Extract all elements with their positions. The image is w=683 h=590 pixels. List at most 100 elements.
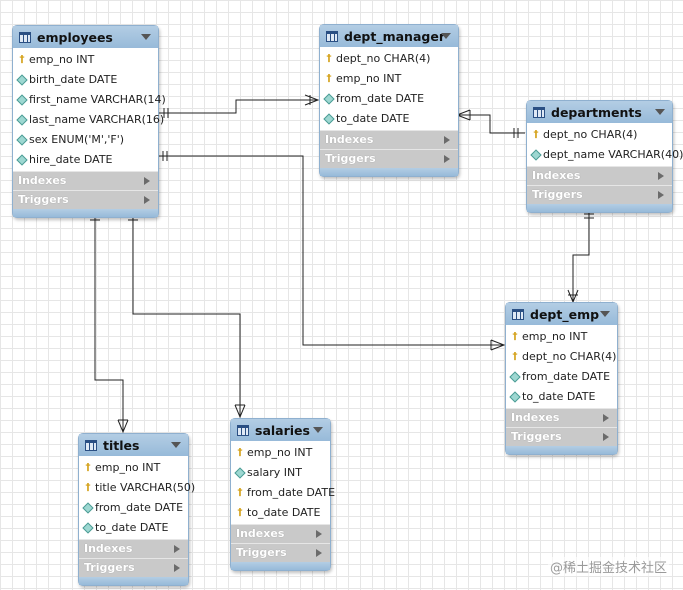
column-row[interactable]: †dept_no CHAR(4) <box>527 125 672 145</box>
column-label: emp_no INT <box>95 461 161 474</box>
key-icon: † <box>237 487 243 498</box>
table-icon <box>85 439 97 451</box>
expand-arrow-icon[interactable] <box>444 136 450 144</box>
column-label: to_date DATE <box>95 521 169 534</box>
expand-arrow-icon[interactable] <box>144 177 150 185</box>
table-header[interactable]: employees <box>13 26 158 48</box>
table-header[interactable]: dept_manager <box>320 25 458 47</box>
column-row[interactable]: to_date DATE <box>320 109 458 129</box>
column-row[interactable]: †to_date DATE <box>231 503 330 523</box>
column-label: last_name VARCHAR(16) <box>29 113 165 126</box>
rel-departments-dept-emp <box>572 208 590 302</box>
table-dept-manager[interactable]: dept_manager †dept_no CHAR(4)†emp_no INT… <box>319 24 459 177</box>
column-row[interactable]: sex ENUM('M','F') <box>13 130 158 150</box>
expand-arrow-icon[interactable] <box>444 155 450 163</box>
column-row[interactable]: salary INT <box>231 463 330 483</box>
column-row[interactable]: †dept_no CHAR(4) <box>320 49 458 69</box>
column-row[interactable]: from_date DATE <box>79 498 188 518</box>
section-label: Triggers <box>532 188 583 201</box>
key-icon: † <box>85 482 91 493</box>
collapse-arrow-icon[interactable] <box>655 109 665 115</box>
section-indexes[interactable]: Indexes <box>13 171 158 190</box>
diamond-icon <box>16 74 28 86</box>
column-label: birth_date DATE <box>29 73 118 86</box>
table-name: employees <box>37 29 113 45</box>
column-row[interactable]: from_date DATE <box>320 89 458 109</box>
table-name: titles <box>103 437 140 453</box>
section-indexes[interactable]: Indexes <box>506 408 617 427</box>
table-header[interactable]: departments <box>527 101 672 123</box>
column-row[interactable]: †emp_no INT <box>13 50 158 70</box>
section-indexes[interactable]: Indexes <box>320 130 458 149</box>
section-indexes[interactable]: Indexes <box>79 539 188 558</box>
collapse-arrow-icon[interactable] <box>600 311 610 317</box>
column-row[interactable]: hire_date DATE <box>13 150 158 170</box>
column-label: emp_no INT <box>247 446 313 459</box>
collapse-arrow-icon[interactable] <box>141 34 151 40</box>
table-titles[interactable]: titles † emp_no INT † title VARCHAR(50) from… <box>78 433 196 586</box>
section-indexes[interactable]: Indexes <box>527 166 672 185</box>
section-indexes[interactable]: Indexes <box>231 524 330 543</box>
section-triggers[interactable]: Triggers <box>231 543 330 562</box>
expand-arrow-icon[interactable] <box>316 530 322 538</box>
rel-employees-dept-manager <box>158 99 318 114</box>
expand-arrow-icon[interactable] <box>603 414 609 422</box>
expand-arrow-icon[interactable] <box>174 545 180 553</box>
column-row[interactable]: †emp_no INT <box>506 327 617 347</box>
section-label: Indexes <box>84 542 133 555</box>
column-row[interactable]: †from_date DATE <box>231 483 336 503</box>
table-icon <box>19 31 31 43</box>
column-row[interactable]: † title VARCHAR(50) <box>79 478 196 498</box>
table-header[interactable]: dept_emp <box>506 303 617 325</box>
column-label: title VARCHAR(50) <box>95 481 196 494</box>
section-triggers[interactable]: Triggers <box>506 427 617 446</box>
table-name: dept_emp <box>530 306 600 322</box>
diamond-icon <box>509 371 521 383</box>
section-triggers[interactable]: Triggers <box>13 190 158 209</box>
key-icon: † <box>85 462 91 473</box>
rel-departments-dept-manager <box>457 114 525 134</box>
diamond-icon <box>234 467 246 479</box>
collapse-arrow-icon[interactable] <box>441 33 451 39</box>
diamond-icon <box>509 391 521 403</box>
column-label: dept_no CHAR(4) <box>522 350 617 363</box>
column-row[interactable]: from_date DATE <box>506 367 617 387</box>
column-row[interactable]: dept_name VARCHAR(40) <box>527 145 683 165</box>
collapse-arrow-icon[interactable] <box>313 427 323 433</box>
expand-arrow-icon[interactable] <box>658 191 664 199</box>
column-row[interactable]: †dept_no CHAR(4) <box>506 347 617 367</box>
expand-arrow-icon[interactable] <box>174 564 180 572</box>
section-triggers[interactable]: Triggers <box>527 185 672 204</box>
section-triggers[interactable]: Triggers <box>320 149 458 168</box>
expand-arrow-icon[interactable] <box>658 172 664 180</box>
expand-arrow-icon[interactable] <box>144 196 150 204</box>
table-dept-emp[interactable]: dept_emp †emp_no INT†dept_no CHAR(4)from… <box>505 302 618 455</box>
diamond-icon <box>82 522 94 534</box>
column-row[interactable]: † emp_no INT <box>79 458 188 478</box>
column-row[interactable]: birth_date DATE <box>13 70 158 90</box>
table-name: departments <box>551 104 642 120</box>
table-header[interactable]: salaries <box>231 419 330 441</box>
diamond-icon <box>323 113 335 125</box>
key-icon: † <box>533 129 539 140</box>
collapse-arrow-icon[interactable] <box>171 442 181 448</box>
column-row[interactable]: †emp_no INT <box>320 69 458 89</box>
table-departments[interactable]: departments †dept_no CHAR(4)dept_name VA… <box>526 100 683 213</box>
key-icon: † <box>326 73 332 84</box>
column-row[interactable]: to_date DATE <box>506 387 617 407</box>
column-row[interactable]: †emp_no INT <box>231 443 330 463</box>
section-label: Triggers <box>84 561 135 574</box>
expand-arrow-icon[interactable] <box>603 433 609 441</box>
expand-arrow-icon[interactable] <box>316 549 322 557</box>
table-icon <box>512 308 524 320</box>
section-triggers[interactable]: Triggers <box>79 558 188 577</box>
column-row[interactable]: first_name VARCHAR(14) <box>13 90 166 110</box>
table-employees[interactable]: employees †emp_no INT birth_date DATE firs… <box>12 25 166 218</box>
table-header[interactable]: titles <box>79 434 188 456</box>
section-label: Indexes <box>325 133 374 146</box>
table-icon <box>326 30 338 42</box>
column-row[interactable]: to_date DATE <box>79 518 188 538</box>
column-row[interactable]: last_name VARCHAR(16) <box>13 110 164 130</box>
column-label: emp_no INT <box>29 53 95 66</box>
